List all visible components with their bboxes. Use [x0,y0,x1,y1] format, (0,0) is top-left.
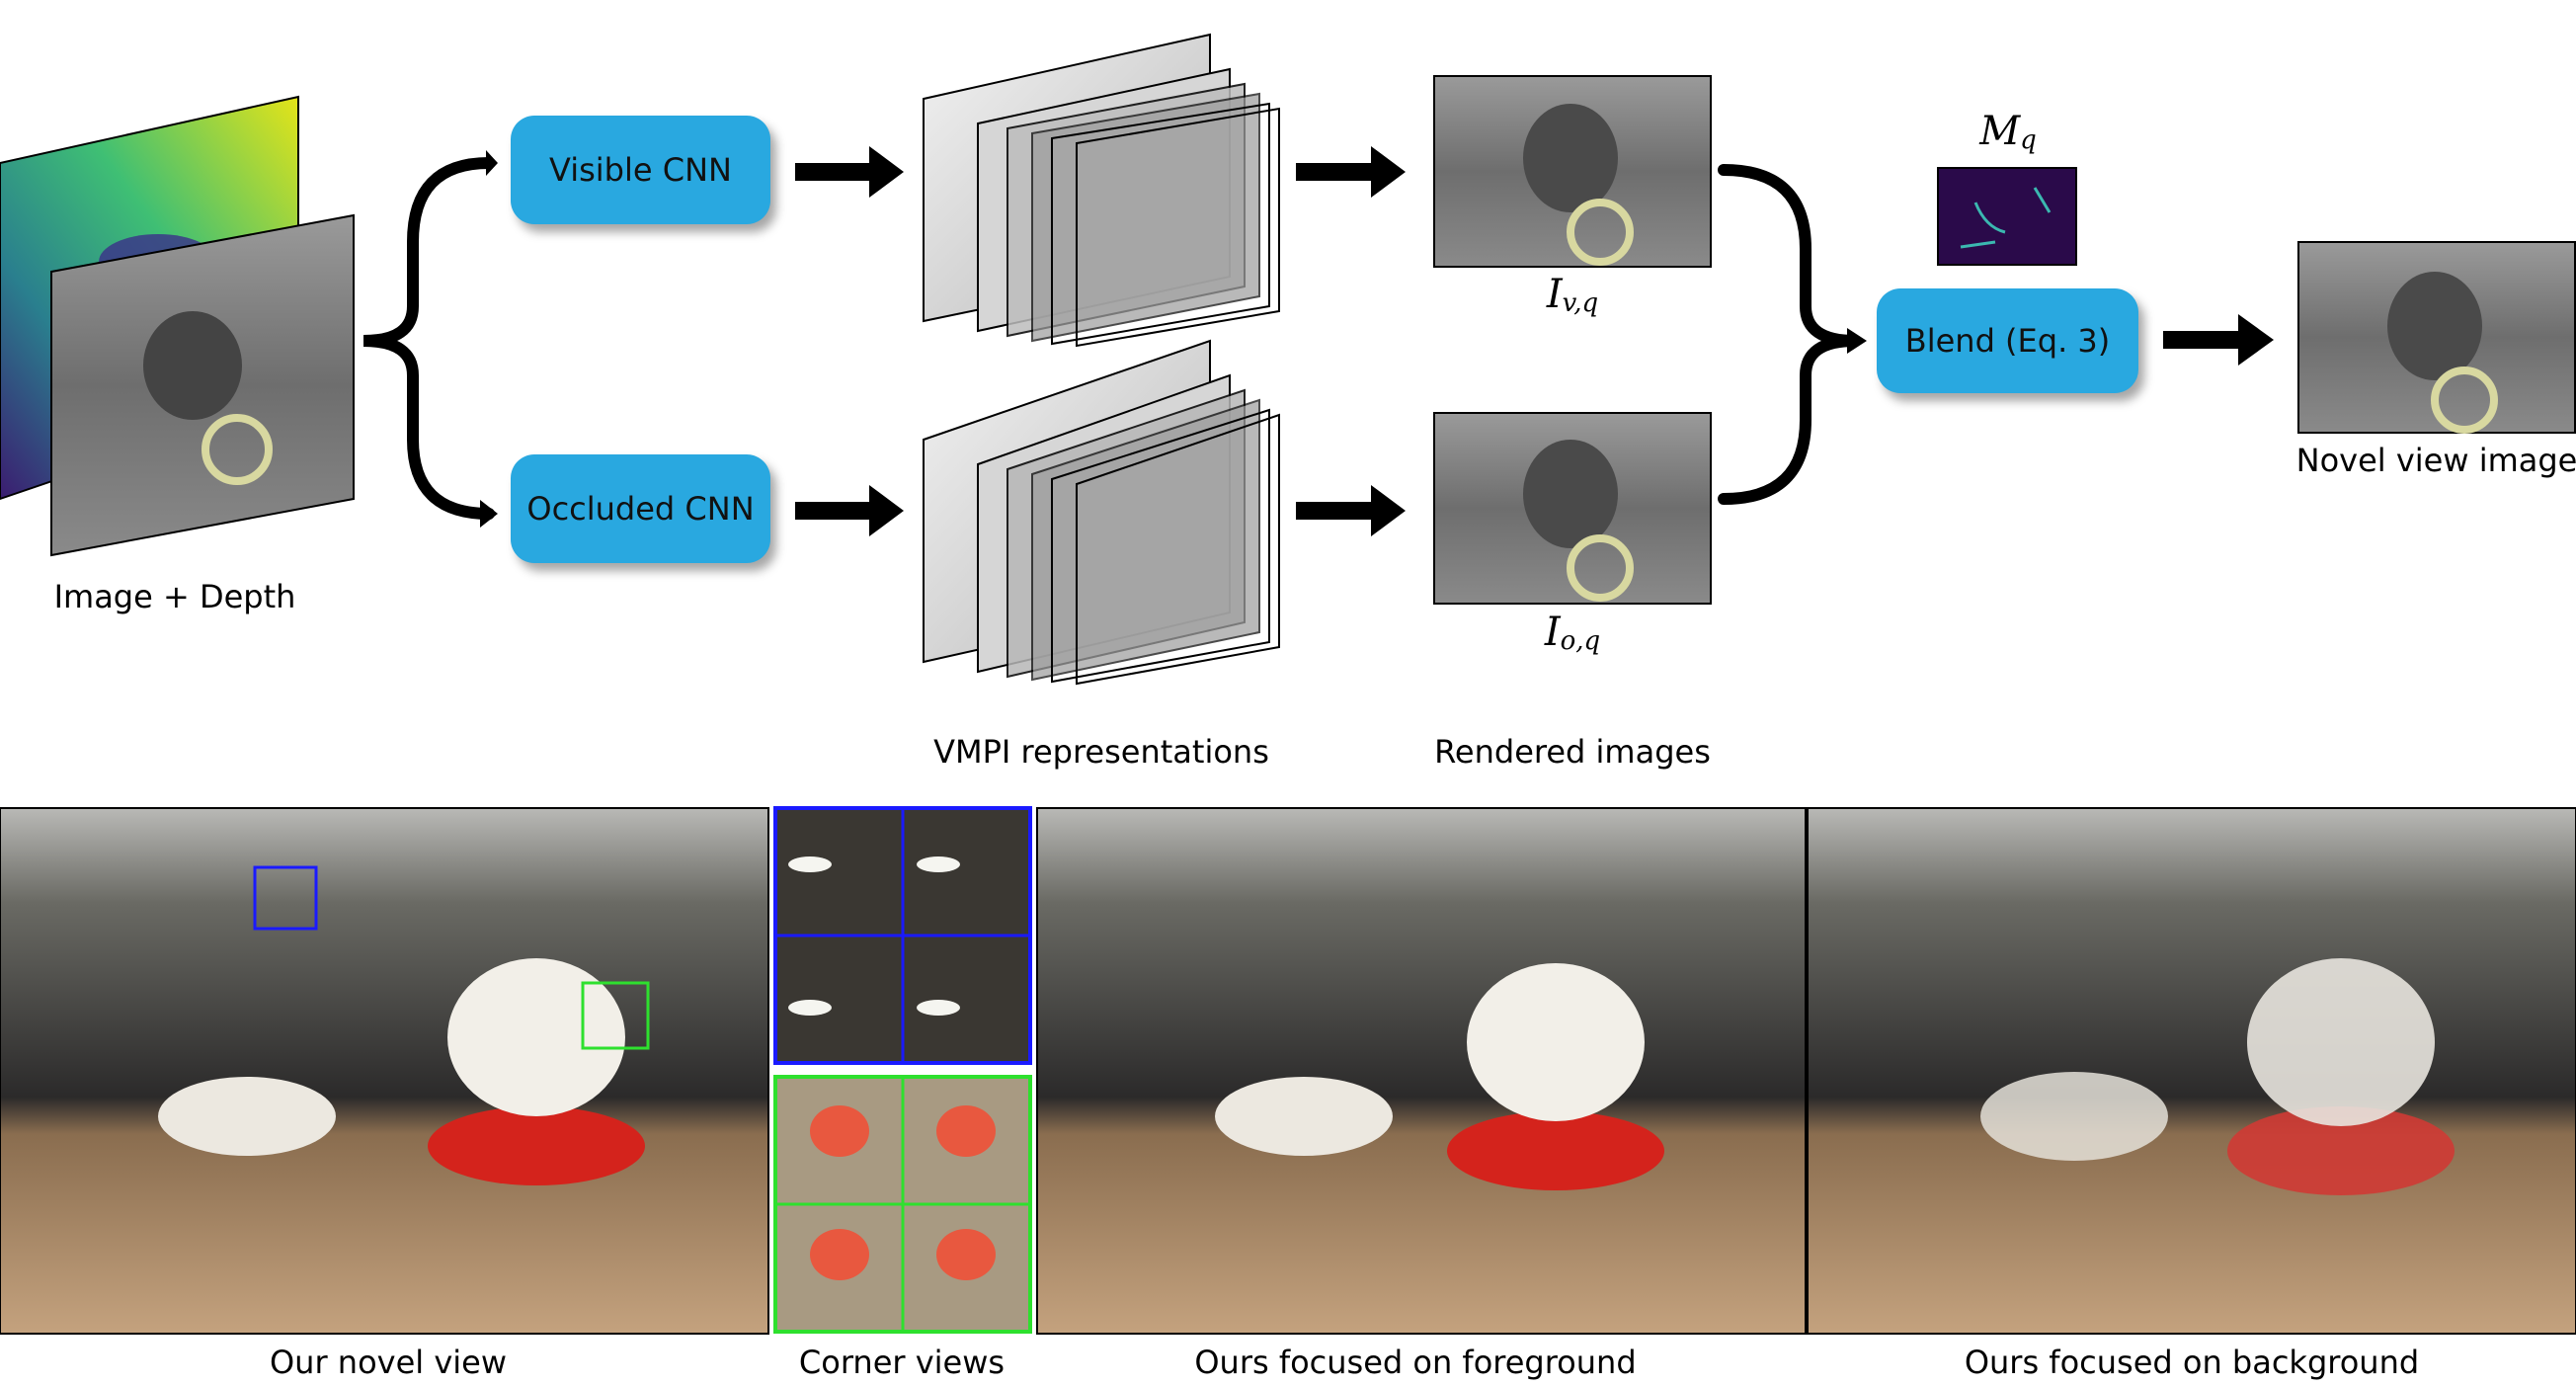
blend-label: Blend (Eq. 3) [1904,322,2111,360]
vmpi-label: VMPI representations [933,733,1269,771]
visible-cnn-node: Visible CNN [511,116,770,224]
split-bracket [362,157,495,520]
novel-view-label: Novel view image [2295,442,2576,479]
input-label: Image + Depth [53,578,296,615]
rendered-image-visible [1433,75,1712,268]
merge-arrow-head [1847,328,1867,354]
corner-views-blue [773,806,1032,1065]
io-symbol: Io,q [1545,610,1600,656]
input-photo [50,213,355,557]
our-novel-view-label: Our novel view [269,1344,508,1381]
focus-bg-label: Ours focused on background [1964,1344,2420,1381]
mq-symbol: Mq [1979,109,2037,155]
io-sub: o,q [1560,626,1601,657]
mq-sub: q [2020,125,2037,156]
rendered-label: Rendered images [1434,733,1711,771]
blend-node: Blend (Eq. 3) [1877,288,2138,393]
arrow-visible-to-vmpi [795,146,904,198]
iv-sub: v,q [1562,288,1599,319]
split-arrow-head-bottom [480,500,498,528]
arrow-vmpi-to-render-top [1296,146,1406,198]
split-arrow-head-top [486,150,498,176]
our-novel-view-photo [0,807,769,1335]
rendered-image-occluded [1433,412,1712,605]
mask-mq [1937,167,2077,266]
focused-background-photo [1807,807,2576,1335]
io-base: I [1544,610,1561,655]
occluded-cnn-node: Occluded CNN [511,454,770,563]
vmpi-stack-bottom [923,339,1280,686]
arrow-blend-to-novel [2163,314,2274,366]
iv-base: I [1546,272,1563,317]
corner-views-green [773,1075,1032,1334]
occluded-cnn-label: Occluded CNN [526,490,755,528]
visible-cnn-label: Visible CNN [549,151,732,189]
arrow-vmpi-to-render-bottom [1296,485,1406,536]
mq-base: M [1979,109,2021,154]
focused-foreground-photo [1036,807,1807,1335]
focus-fg-label: Ours focused on foreground [1194,1344,1637,1381]
corner-views-label: Corner views [798,1344,1006,1381]
vmpi-stack-top [923,33,1280,348]
arrow-occluded-to-vmpi [795,485,904,536]
novel-view-image [2297,241,2576,434]
merge-bracket [1718,164,1856,505]
iv-symbol: Iv,q [1547,272,1598,318]
